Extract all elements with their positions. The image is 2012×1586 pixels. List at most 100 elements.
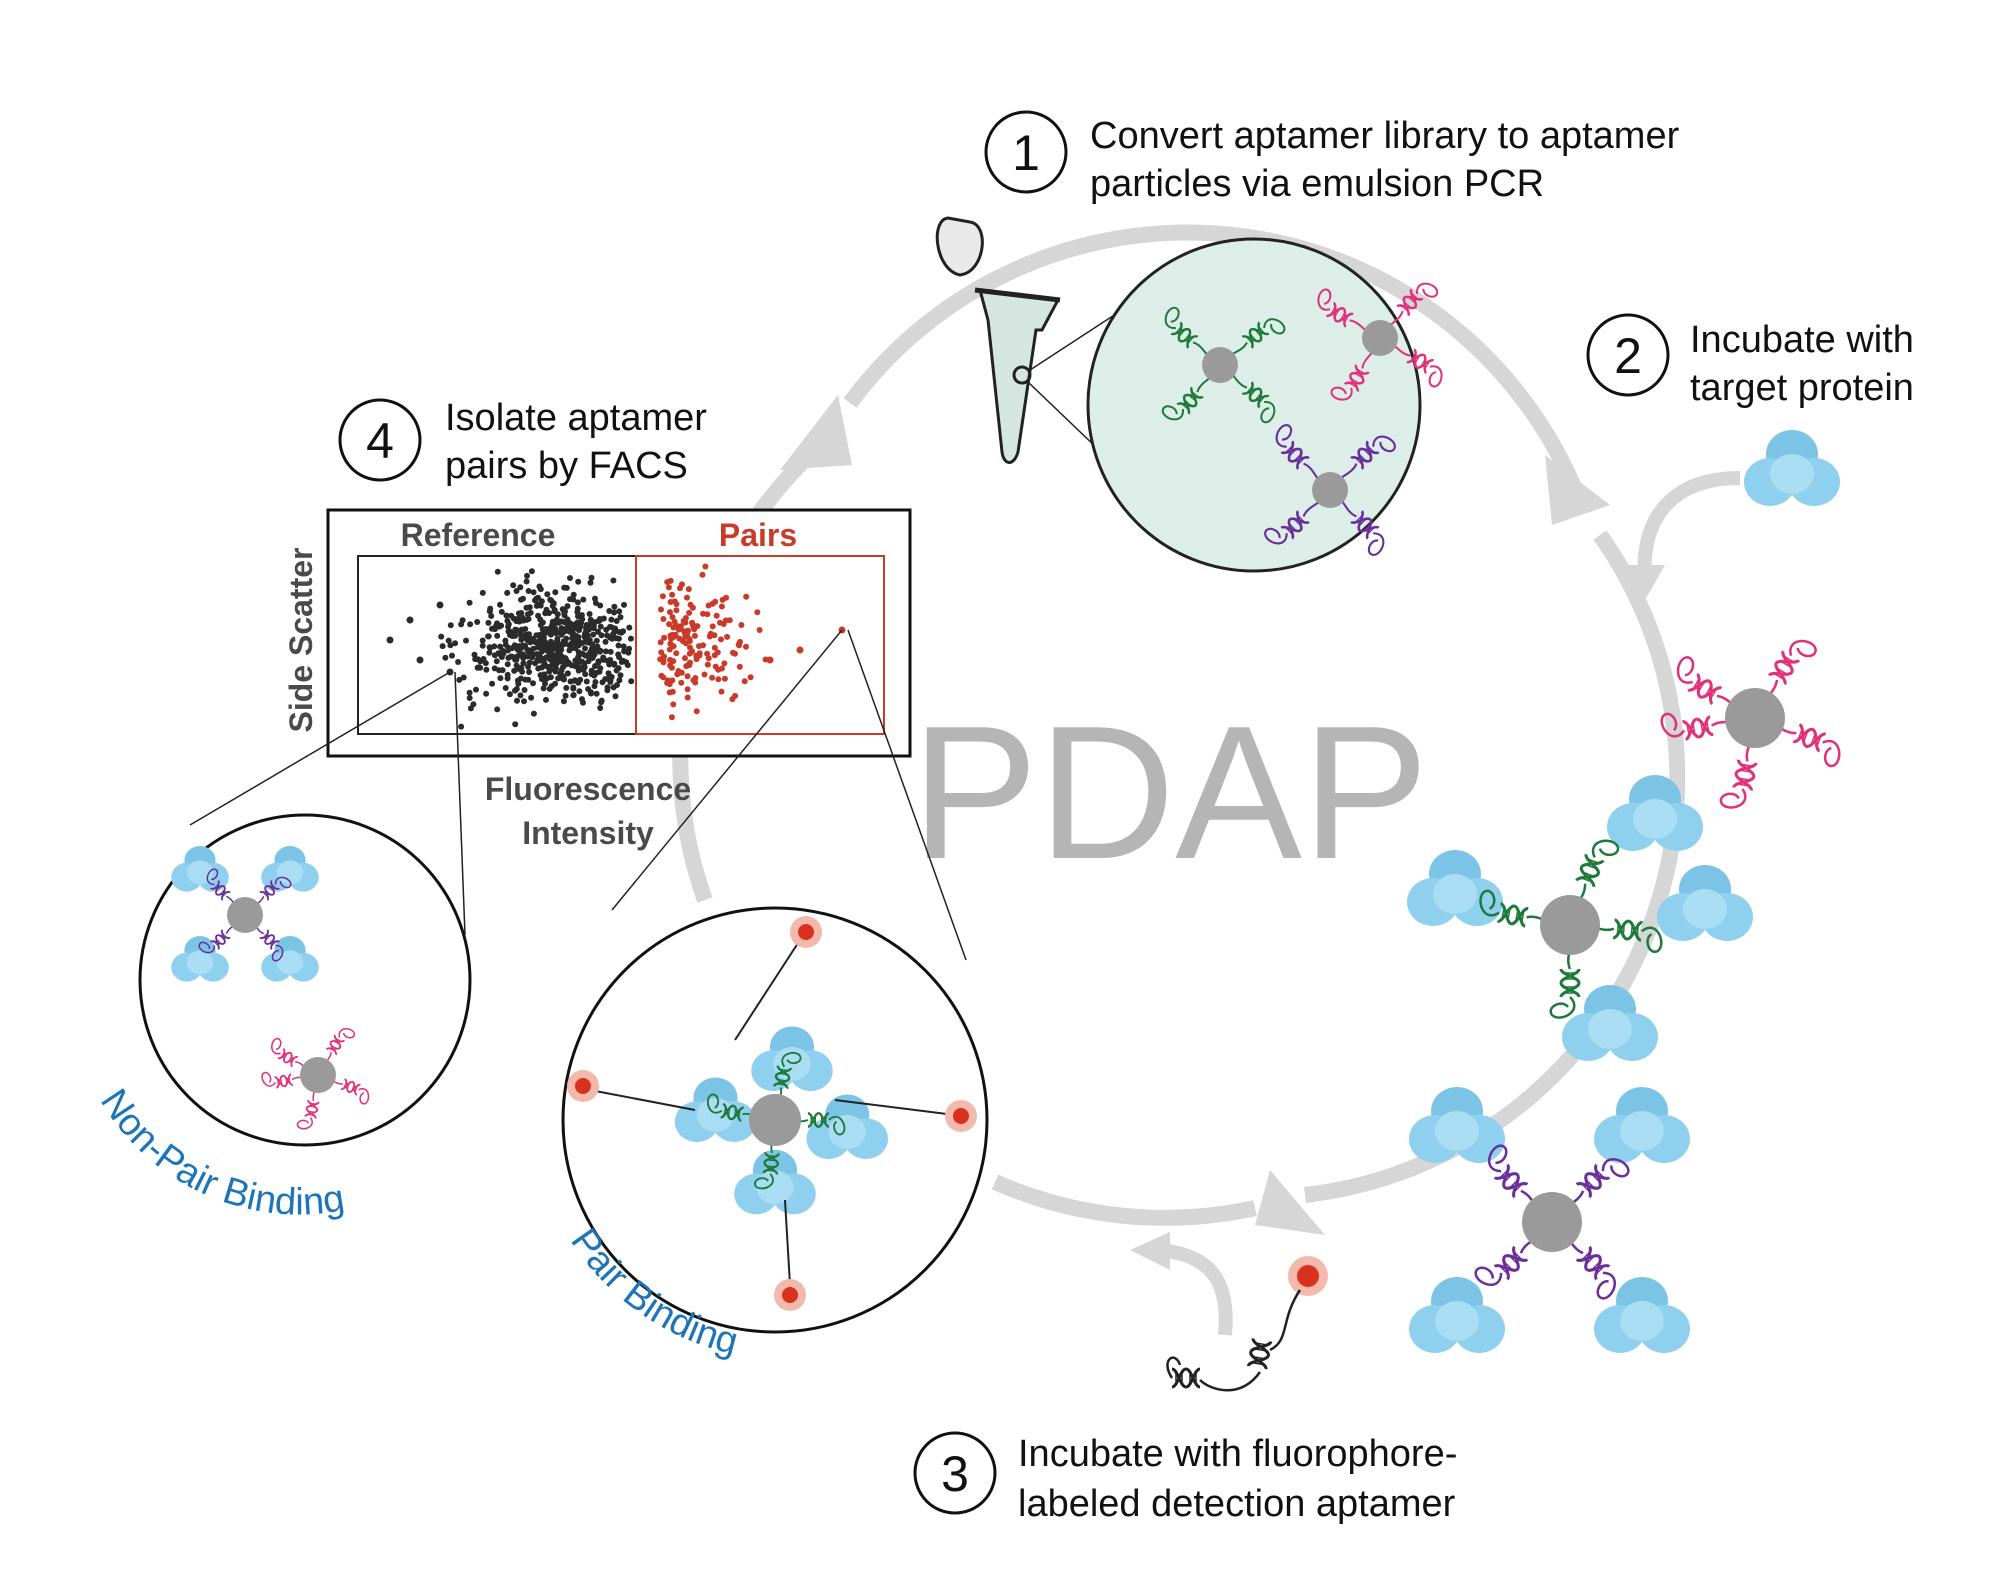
pairs-dot [693, 656, 700, 663]
pairs-dot [669, 614, 676, 621]
reference-dot [506, 632, 513, 638]
outlier-dot [416, 656, 424, 664]
reference-dot [504, 675, 511, 682]
reference-dot [549, 603, 556, 609]
reference-dot [506, 691, 513, 698]
pairs-dot [713, 612, 720, 619]
pairs-dot [756, 627, 763, 633]
reference-dot [473, 686, 479, 693]
pairs-dot [678, 669, 685, 676]
pairs-dot [667, 577, 674, 584]
pairs-dot [687, 659, 693, 666]
incubate-arrowhead-3 [1130, 1232, 1170, 1270]
reference-dot [560, 638, 567, 645]
step-4-number-circle [338, 398, 422, 482]
pairs-dot [736, 663, 743, 670]
reference-dot [489, 680, 496, 687]
pairs-dot [669, 591, 676, 598]
fluorophore-aptamer-icon [1166, 1256, 1328, 1392]
reference-dot [524, 572, 530, 579]
reference-dot [616, 654, 623, 661]
reference-dot [544, 591, 551, 598]
reference-dot [539, 672, 546, 679]
reference-dot [502, 685, 509, 691]
reference-dot [521, 687, 528, 693]
reference-dot [491, 665, 498, 672]
reference-dot [575, 649, 582, 656]
reference-dot [588, 667, 595, 674]
pairs-dot [668, 714, 675, 721]
reference-dot [564, 616, 571, 623]
pairs-dot [682, 633, 689, 640]
reference-dot [508, 653, 514, 660]
reference-dot [475, 664, 482, 671]
pairs-dot [729, 696, 736, 703]
reference-dot [518, 664, 525, 671]
reference-dot [486, 644, 493, 651]
pairs-dot [743, 593, 750, 600]
reference-dot [610, 577, 617, 584]
reference-dot [580, 596, 587, 603]
reference-dot [617, 672, 624, 679]
step-2-line-1: Incubate with [1690, 319, 1914, 361]
reference-dot [552, 589, 559, 596]
reference-dot [463, 637, 469, 644]
pairs-dot [671, 598, 678, 605]
reference-dot [593, 669, 600, 676]
step-4-number: 4 [366, 413, 394, 469]
purple-aptamer-particle-bound [1409, 1087, 1690, 1353]
reference-dot [580, 699, 586, 706]
step-3-number-circle [913, 1431, 997, 1515]
reference-dot [513, 627, 520, 633]
pairs-dot [689, 604, 696, 611]
reference-dot [511, 667, 518, 674]
step-2-number: 2 [1614, 328, 1642, 384]
pairs-dot [691, 632, 698, 639]
reference-dot [555, 644, 562, 651]
pairs-dot [700, 642, 706, 649]
reference-dot [439, 643, 446, 650]
reference-dot [491, 643, 498, 650]
pairs-dot [690, 677, 697, 684]
pairs-dot [726, 617, 733, 624]
pairs-dot [682, 640, 689, 647]
pairs-dot [683, 628, 690, 635]
pairs-dot [686, 644, 693, 651]
pairs-dot [699, 571, 706, 578]
reference-dot [502, 637, 509, 644]
reference-dot [496, 623, 503, 630]
reference-dot [604, 687, 611, 694]
reference-dot [486, 649, 493, 656]
reference-dot [515, 680, 522, 687]
reference-dot [575, 634, 582, 640]
reference-dot [483, 666, 490, 673]
reference-dot [525, 649, 532, 655]
pairs-dot [676, 635, 683, 642]
reference-dot [597, 617, 603, 624]
pairs-dot [665, 584, 672, 591]
outlier-dot [796, 646, 804, 654]
zoom-lines [189, 629, 967, 961]
reference-dot [526, 604, 533, 611]
incubate-arrow-3 [1159, 1243, 1233, 1336]
cycle-arrowheads [780, 395, 1610, 1235]
x-axis-label-line-2: Intensity [522, 815, 654, 851]
non-pair-binding-inset: Non-Pair Binding [92, 813, 472, 1224]
reference-dot [560, 698, 567, 705]
reference-dot [616, 677, 623, 684]
reference-dot [621, 648, 628, 655]
step-3: 3 Incubate with fluorophore- labeled det… [913, 1431, 1457, 1525]
reference-dot [523, 616, 530, 623]
reference-dot [497, 601, 503, 608]
pairs-dot [700, 610, 706, 617]
pairs-dot [661, 634, 668, 641]
reference-dot [479, 637, 486, 644]
step-1-line-1: Convert aptamer library to aptamer [1090, 115, 1680, 157]
protein-icon [1744, 430, 1840, 506]
pairs-dot [718, 603, 725, 610]
reference-dot [529, 654, 536, 661]
reference-dot [611, 603, 618, 610]
reference-dot [567, 575, 573, 581]
pairs-dot [667, 640, 674, 647]
reference-dot [574, 605, 581, 612]
